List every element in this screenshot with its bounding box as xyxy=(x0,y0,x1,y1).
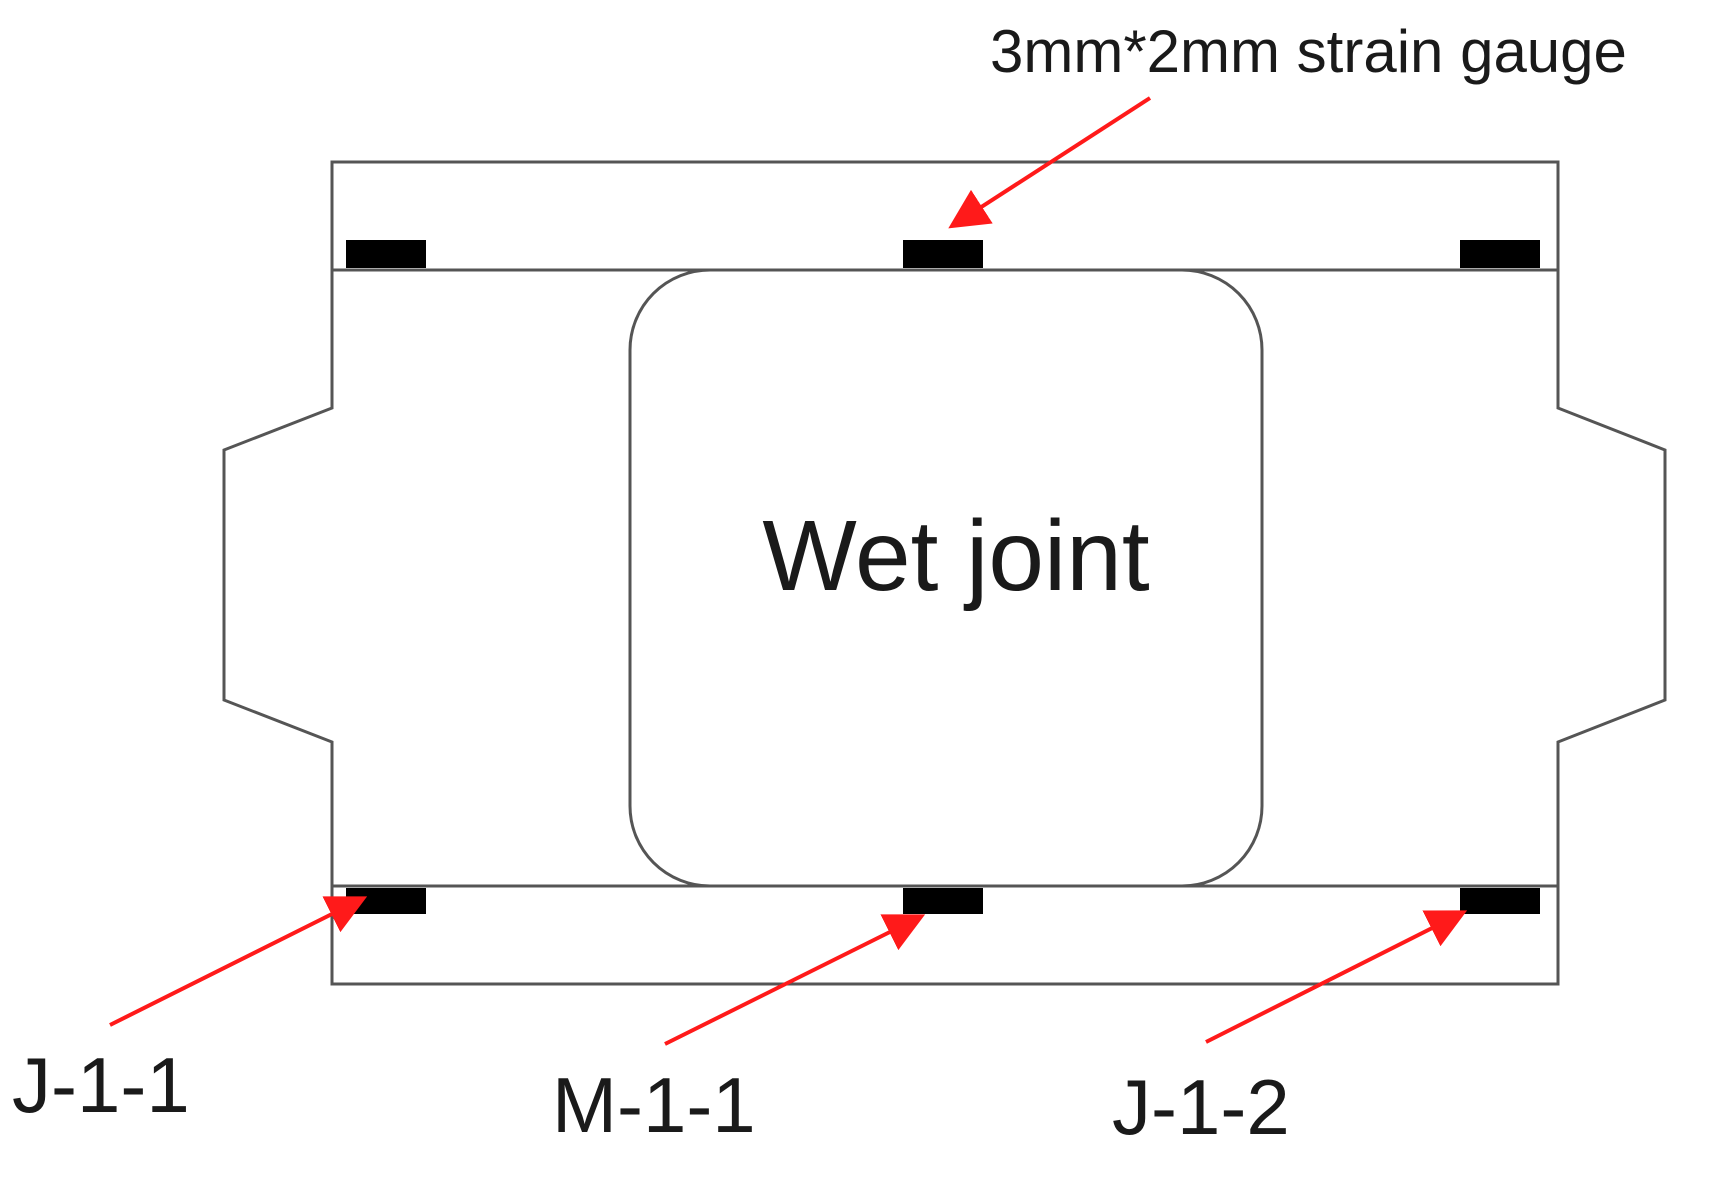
strain-gauge-top-left xyxy=(346,240,426,268)
strain-gauge-top-right xyxy=(1460,240,1540,268)
gauge-id-middle: M-1-1 xyxy=(552,1061,756,1149)
strain-gauge-bottom-middle xyxy=(903,888,983,914)
gauge-id-left: J-1-1 xyxy=(12,1041,190,1129)
leader-left-gauge xyxy=(109,896,368,1027)
gauge-callout-label: 3mm*2mm strain gauge xyxy=(990,18,1627,85)
strain-gauge-top-middle xyxy=(903,240,983,268)
gauge-id-right: J-1-2 xyxy=(1112,1063,1290,1151)
strain-gauge-bottom-right xyxy=(1460,888,1540,914)
wet-joint-label: Wet joint xyxy=(762,500,1149,612)
leader-gauge-callout xyxy=(948,96,1152,229)
leader-middle-gauge xyxy=(664,914,926,1046)
left-segment xyxy=(222,270,334,886)
wet-joint-region xyxy=(628,268,1264,888)
right-segment xyxy=(1556,270,1667,886)
leader-right-gauge xyxy=(1205,910,1468,1044)
